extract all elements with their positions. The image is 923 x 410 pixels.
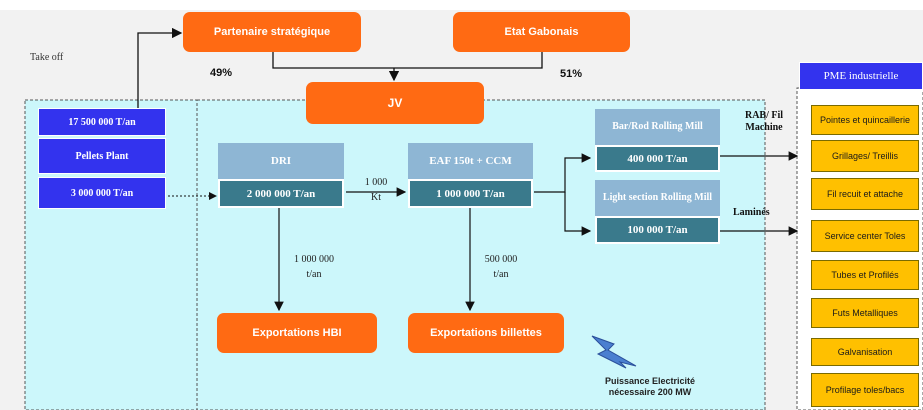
eaf-light-arrow: [564, 192, 592, 236]
export-billettes-box: Exportations billettes: [408, 313, 564, 353]
shareholding-bracket: [272, 52, 543, 69]
pme-item: Tubes et Profilés: [811, 260, 919, 290]
eaf-output-box: 1 000 000 T/an: [408, 179, 533, 208]
takeoff-label: Take off: [30, 52, 64, 63]
export-billet-qty: 500 000: [484, 254, 518, 265]
light-mill-box: Light section Rolling Mill: [595, 180, 720, 216]
takeoff-arrow: [137, 27, 183, 111]
rod-output-box: 400 000 T/an: [595, 145, 720, 172]
dri-output-box: 2 000 000 T/an: [218, 179, 344, 208]
pme-item: Futs Metalliques: [811, 298, 919, 328]
lightning-icon: [591, 335, 637, 369]
pct-partenaire: 49%: [210, 67, 233, 79]
pme-item: Profilage toles/bacs: [811, 373, 919, 407]
pme-header: PME industrielle: [799, 62, 923, 90]
power-label: Puissance Electricité nécessaire 200 MW: [604, 376, 696, 398]
etat-box: Etat Gabonais: [453, 12, 630, 52]
flow-dri-eaf-qty: 1 000: [364, 177, 388, 188]
pellets-output-box: 3 000 000 T/an: [38, 177, 166, 209]
eaf-box: EAF 150t + CCM: [408, 143, 533, 179]
flow-dri-eaf-unit: Kt: [371, 192, 381, 203]
dri-box: DRI: [218, 143, 344, 179]
pme-item: Pointes et quincaillerie: [811, 105, 919, 135]
rod-mill-box: Bar/Rod Rolling Mill: [595, 109, 720, 145]
lamines-label: Laminés: [733, 207, 770, 218]
pme-item: Fil recuit et attache: [811, 178, 919, 210]
pme-item: Grillages/ Treillis: [811, 140, 919, 172]
pct-etat: 51%: [560, 68, 583, 80]
pme-item: Service center Toles: [811, 220, 919, 252]
export-billet-unit: t/an: [493, 269, 509, 280]
partenaire-box: Partenaire stratégique: [183, 12, 361, 52]
pme-item: Galvanisation: [811, 338, 919, 366]
eaf-rod-arrow: [534, 153, 592, 193]
export-hbi-box: Exportations HBI: [217, 313, 377, 353]
pellets-plant-box: Pellets Plant: [38, 138, 166, 174]
export-hbi-unit: t/an: [306, 269, 322, 280]
light-output-box: 100 000 T/an: [595, 216, 720, 244]
pellets-capacity-box: 17 500 000 T/an: [38, 108, 166, 136]
jv-box: JV: [306, 82, 484, 124]
rab-label: RAB/ Fil Machine: [744, 110, 784, 133]
export-hbi-qty: 1 000 000: [294, 254, 334, 265]
